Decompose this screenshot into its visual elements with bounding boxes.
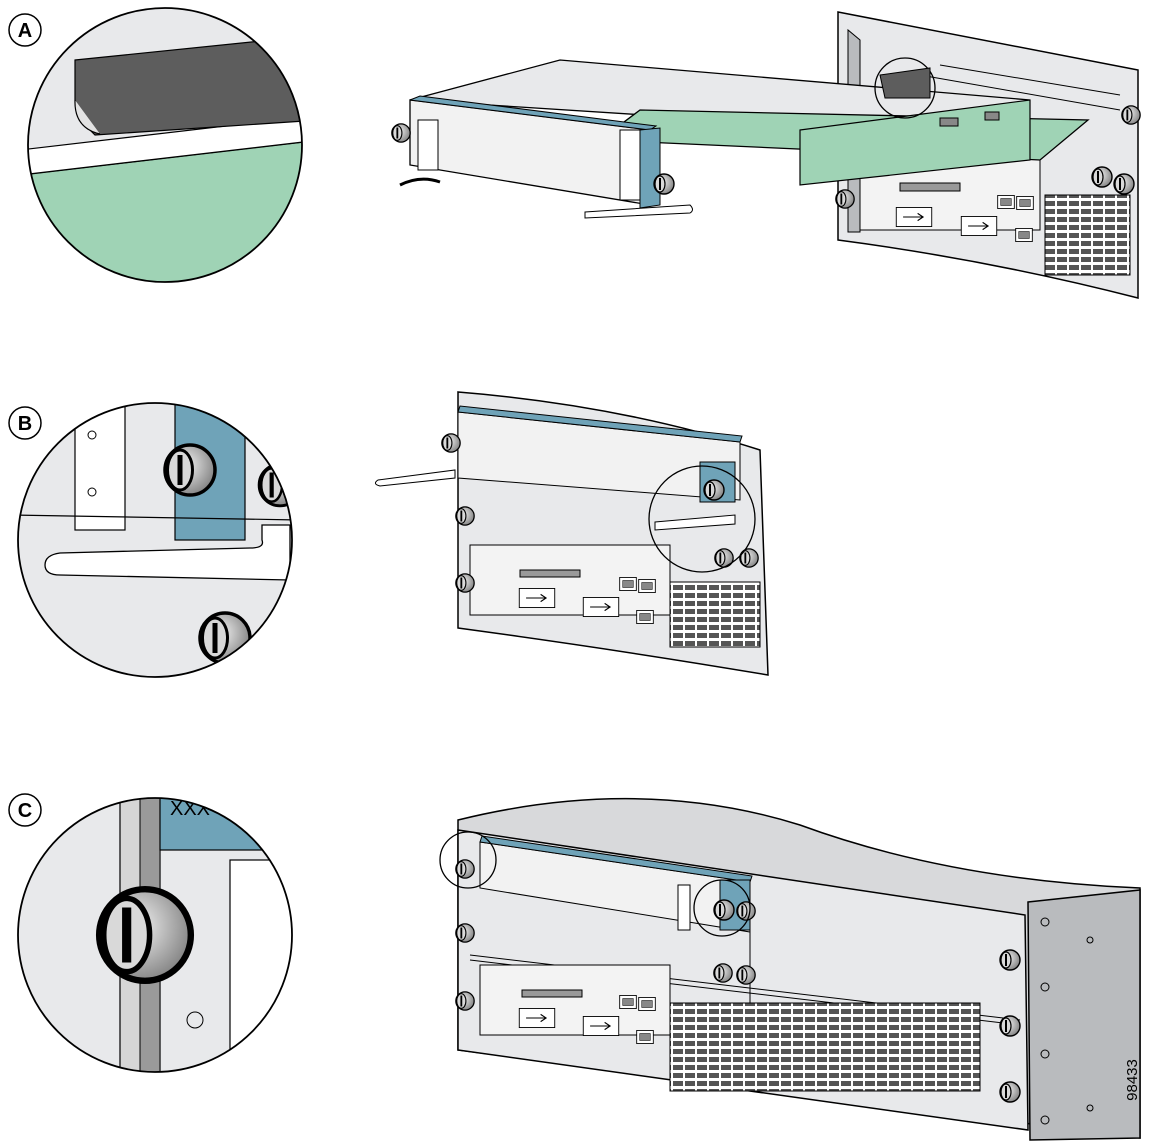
vent-grille-icon [1044, 194, 1131, 276]
callout-c-label: C [18, 800, 32, 822]
figure-id: 98433 [1124, 1059, 1141, 1101]
callout-a-label: A [18, 20, 32, 42]
zoom-ring-c-right [693, 879, 751, 937]
callout-b-label: B [18, 413, 32, 435]
step-c: C XXX [8, 793, 1141, 1141]
step-a: A [8, 7, 1142, 299]
zoom-ring-c-left [439, 831, 497, 889]
step-b: B [8, 391, 769, 678]
magnifier-c: XXX [17, 797, 293, 1073]
magnifier-a [27, 7, 303, 283]
captive-screw-icon [834, 188, 856, 210]
callout-c-badge: C [8, 793, 42, 827]
module-label: XXX [170, 798, 210, 820]
ejector-lever [44, 524, 291, 581]
callout-a-badge: A [8, 13, 42, 47]
zoom-ring-a [874, 57, 936, 119]
chassis-c [439, 797, 1141, 1141]
callout-b-badge: B [8, 406, 42, 440]
network-module-a [390, 57, 1090, 219]
zoom-ring-b [648, 465, 756, 573]
magnifier-b [17, 402, 293, 678]
chassis-b [374, 391, 769, 676]
